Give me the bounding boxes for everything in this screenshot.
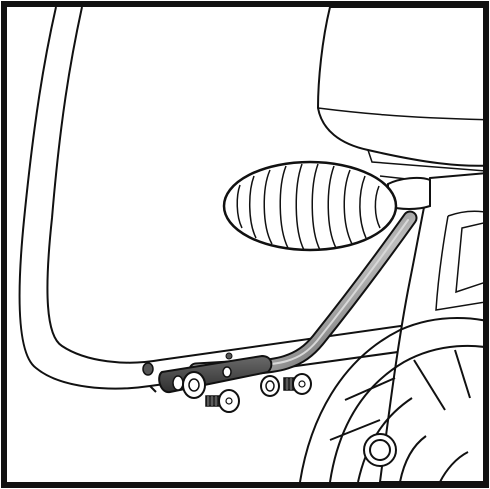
screw	[283, 373, 312, 395]
frame-hole	[225, 352, 233, 360]
bracket-hole	[222, 366, 232, 378]
frame-tube	[18, 7, 483, 393]
footrest	[222, 160, 431, 252]
crank-cover	[299, 317, 483, 482]
bracket-hole	[172, 375, 184, 391]
washer	[260, 375, 280, 397]
frame-hole	[142, 362, 154, 376]
washer	[182, 371, 206, 399]
screw	[205, 389, 240, 413]
